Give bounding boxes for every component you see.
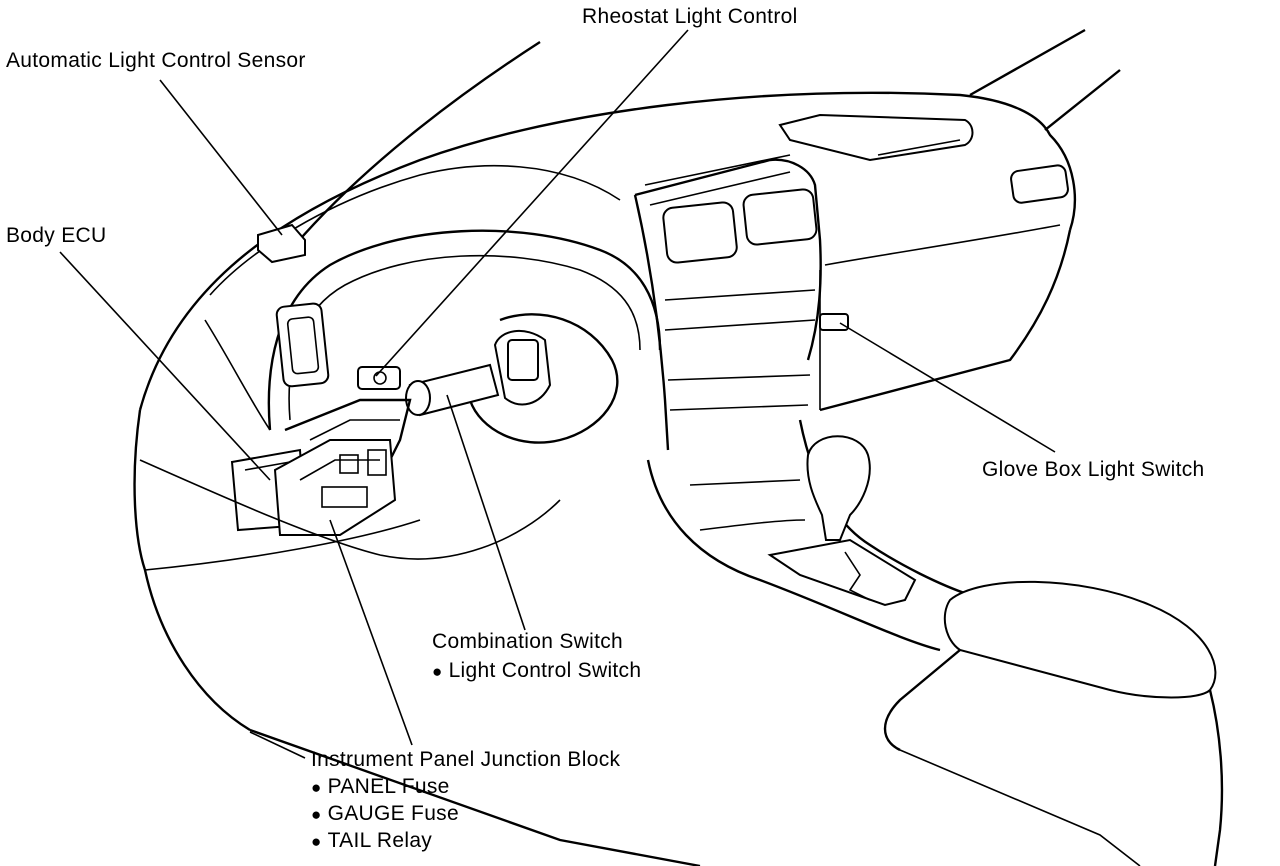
- light-control-switch-item: Light Control Switch: [432, 657, 641, 685]
- automatic-light-control-sensor-label: Automatic Light Control Sensor: [6, 49, 306, 72]
- glove-box-light-switch-label: Glove Box Light Switch: [982, 458, 1205, 481]
- junction-block-leader-b: [249, 731, 306, 759]
- panel-fuse-item: PANEL Fuse: [311, 773, 450, 801]
- combination-switch-leader: [446, 394, 526, 631]
- junction-block-label: Instrument Panel Junction Block: [311, 748, 621, 771]
- body-ecu-label: Body ECU: [6, 224, 107, 247]
- junction-block-leader-a: [329, 519, 413, 746]
- rheostat-light-control-label: Rheostat Light Control: [582, 5, 798, 28]
- body-ecu-leader: [59, 251, 271, 481]
- glove-box-leader: [839, 322, 1056, 453]
- rheostat-leader: [375, 29, 689, 377]
- alc-sensor-leader: [159, 79, 283, 236]
- gauge-fuse-item: GAUGE Fuse: [311, 800, 459, 828]
- tail-relay-item: TAIL Relay: [311, 827, 432, 855]
- combination-switch-label: Combination Switch: [432, 630, 623, 653]
